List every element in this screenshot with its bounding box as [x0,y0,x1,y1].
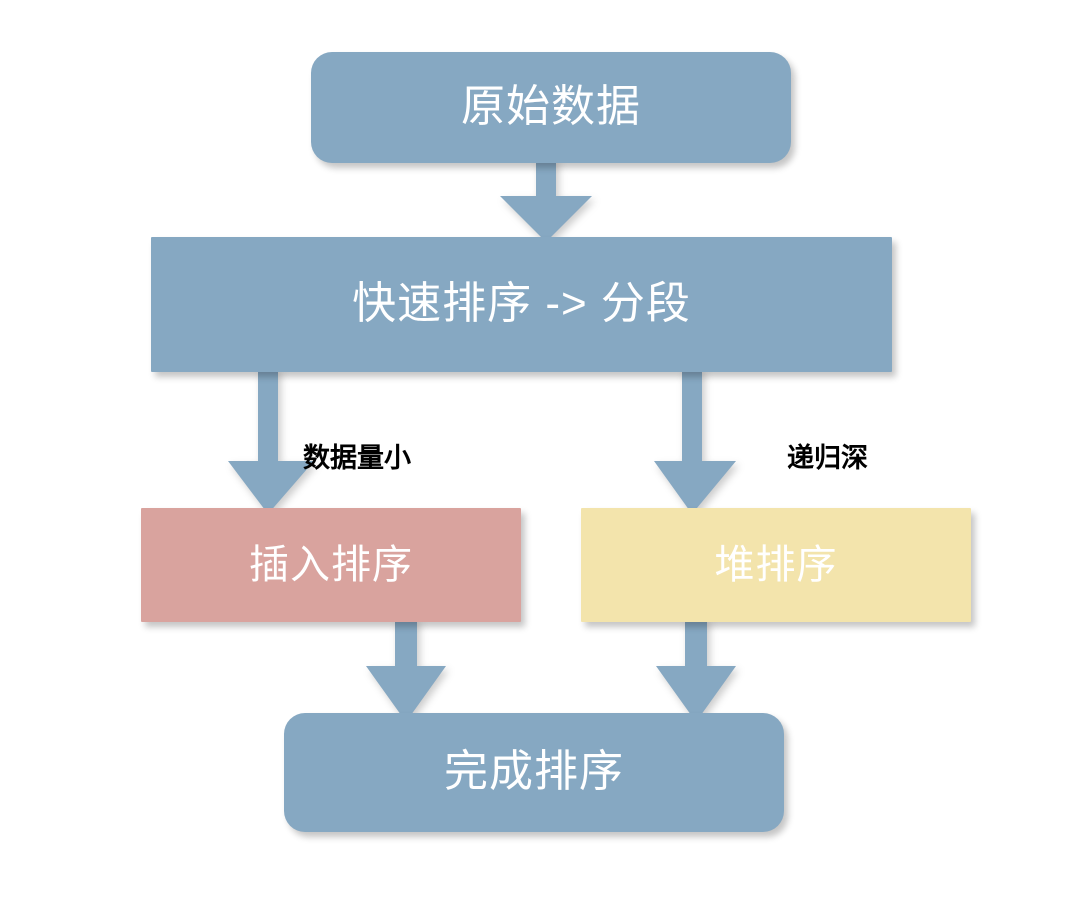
node-insertion-sort[interactable]: 插入排序 [141,508,521,622]
arrow-quick-to-insertion [228,368,314,514]
node-insertion-sort-label: 插入排序 [249,543,413,587]
node-raw-data[interactable]: 原始数据 [311,52,791,163]
node-raw-data-label: 原始数据 [461,82,641,132]
arrow-raw-to-quick [500,158,592,242]
node-heap-sort-label: 堆排序 [714,543,838,587]
arrow-insertion-to-done [366,618,446,722]
node-sorting-complete-label: 完成排序 [444,747,624,797]
node-quick-sort-partition-label: 快速排序 -> 分段 [352,279,691,329]
arrow-quick-to-heap [654,368,736,514]
node-heap-sort[interactable]: 堆排序 [581,508,971,622]
node-quick-sort-partition[interactable]: 快速排序 -> 分段 [151,237,892,372]
edge-label-small-data: 数据量小 [303,443,411,473]
edge-label-deep-recursion: 递归深 [787,443,868,473]
arrow-heap-to-done [656,618,736,722]
node-sorting-complete[interactable]: 完成排序 [284,713,784,832]
